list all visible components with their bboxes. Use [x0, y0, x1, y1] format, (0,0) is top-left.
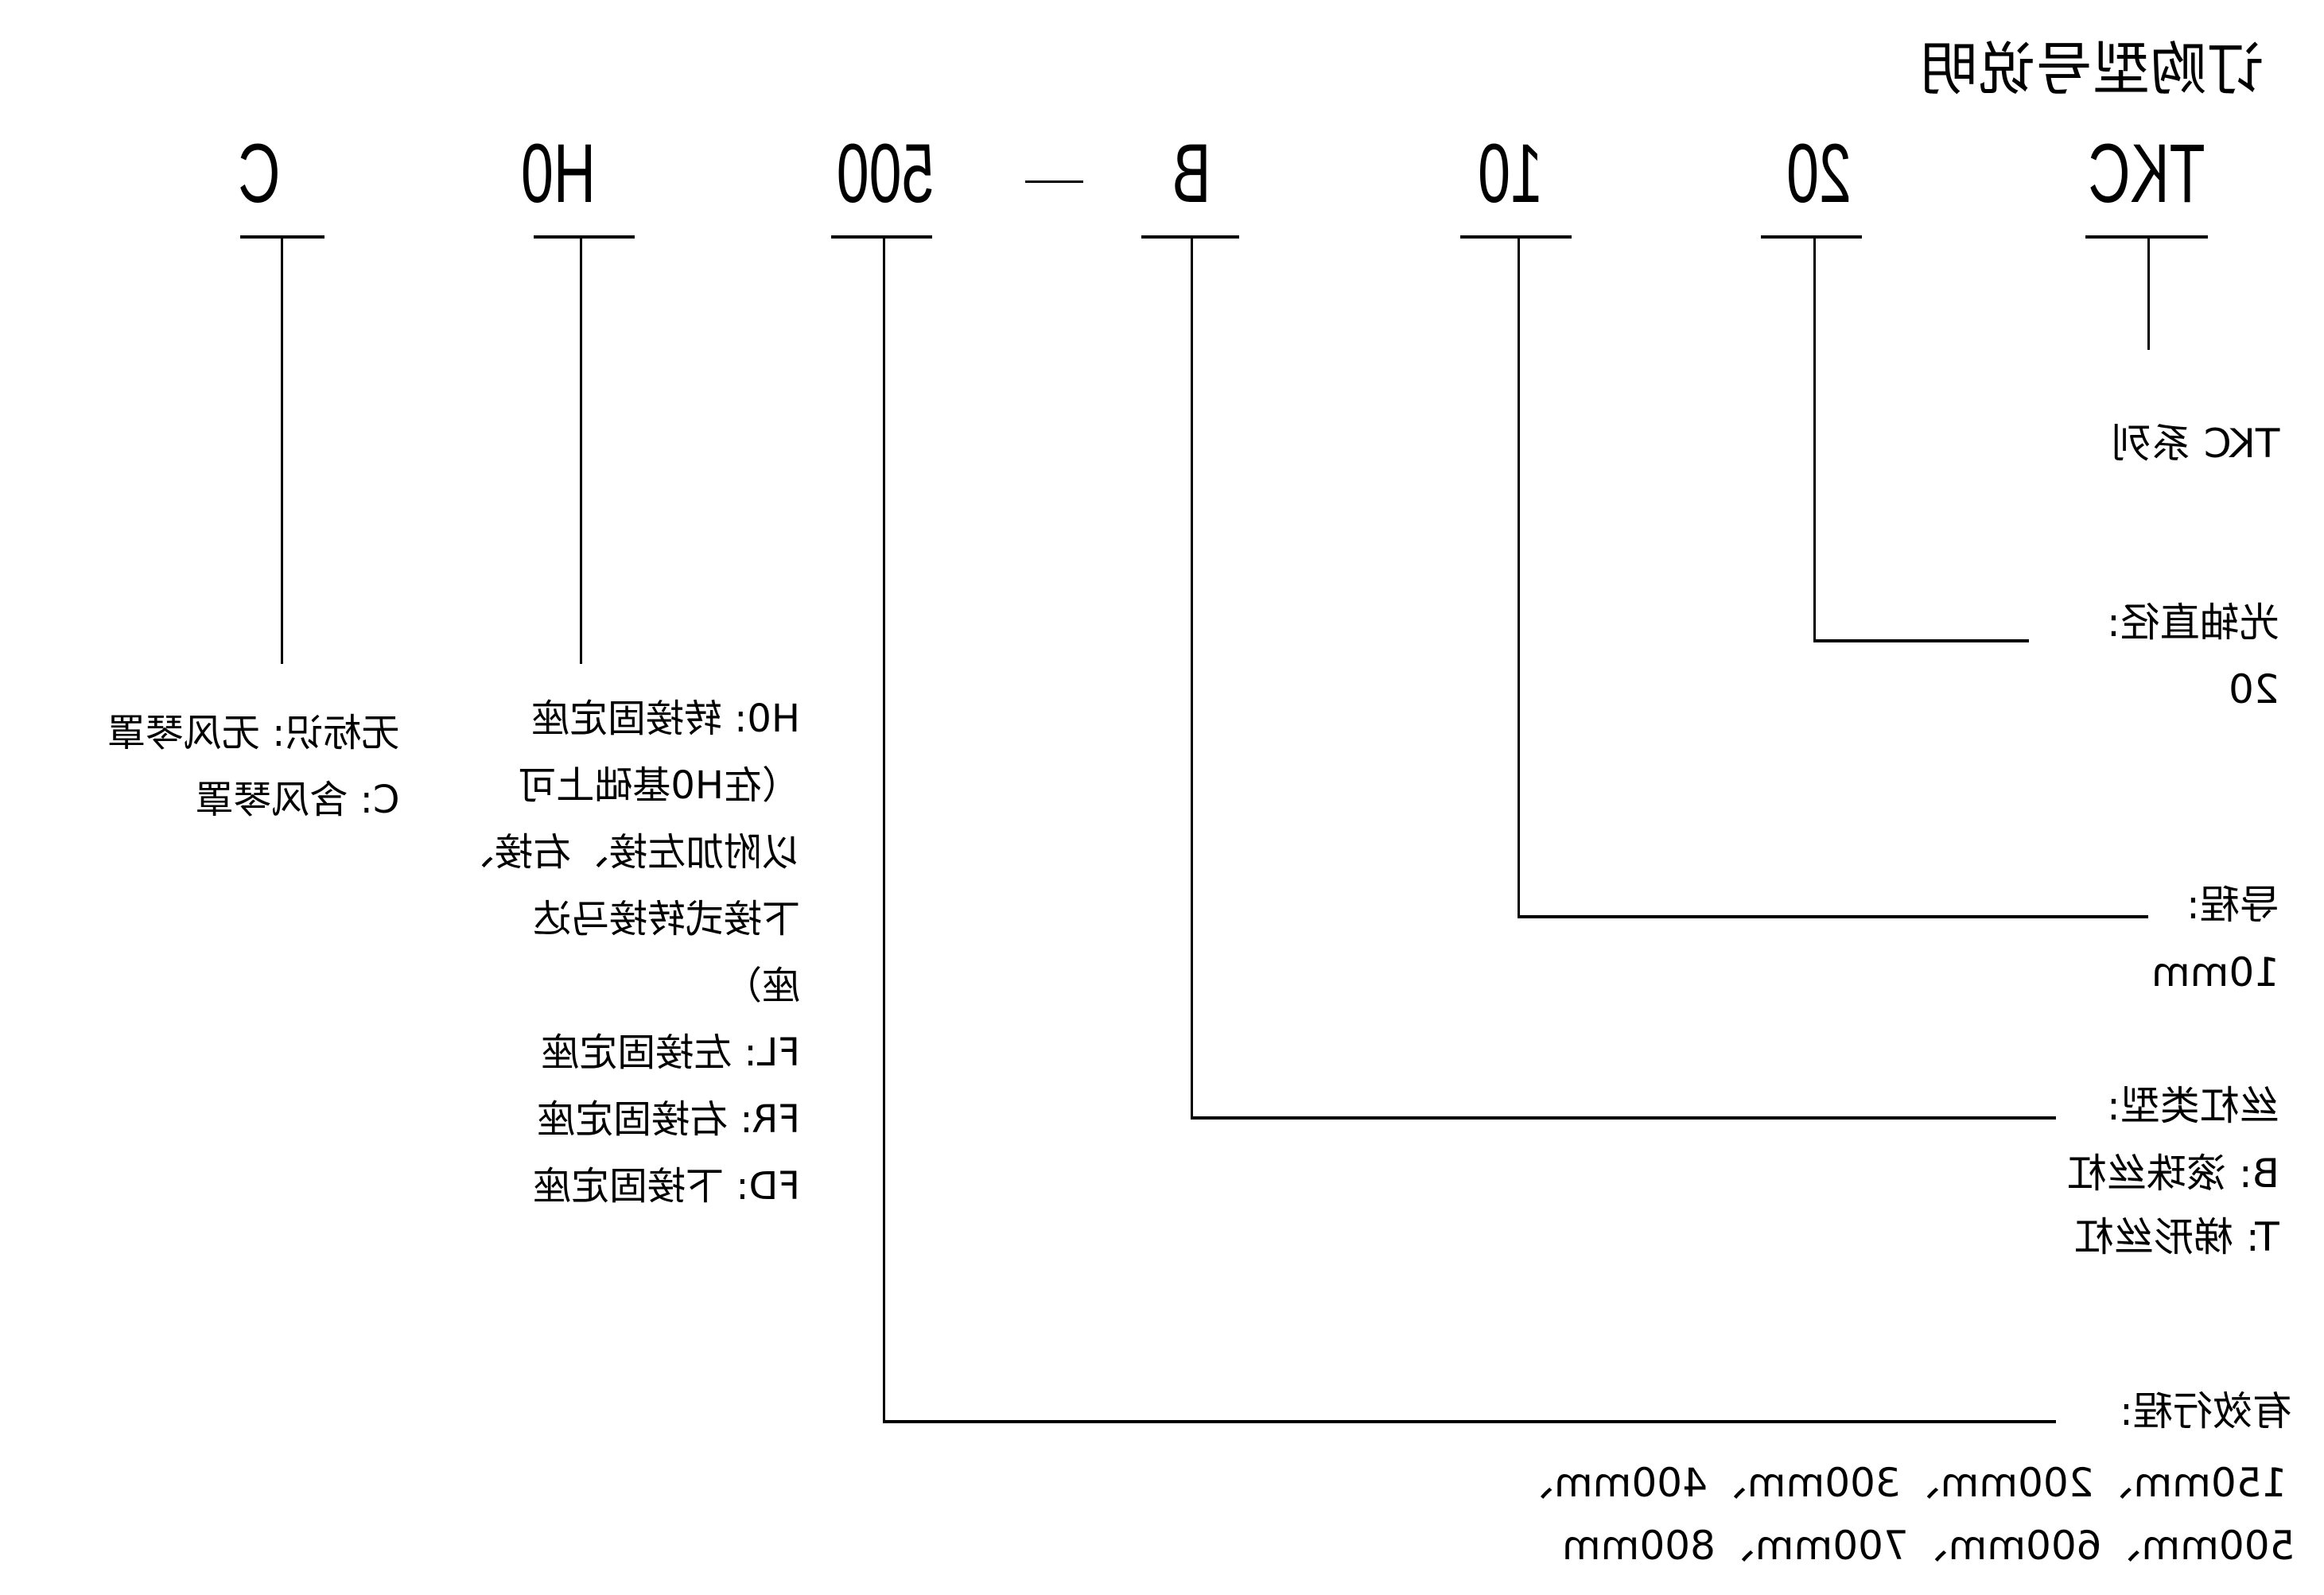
mount-option: H0: 转接固定座 [530, 697, 800, 741]
mount-option: FR: 右接固定座 [537, 1097, 800, 1142]
mount-option: FL: 左接固定座 [541, 1030, 800, 1075]
screw-option-t: T: 梯形丝杠 [2074, 1214, 2279, 1260]
leader-screw-type [1191, 237, 1193, 1119]
code-screw-type: B [1172, 127, 1211, 220]
code-diameter: 20 [1786, 127, 1852, 220]
underline-stroke [831, 235, 932, 239]
mount-option: 座） [723, 964, 800, 1008]
code-lead: 10 [1478, 127, 1543, 220]
mount-option: FD: 下接固定座 [532, 1164, 800, 1209]
stroke-label: 有效行程: [2120, 1388, 2292, 1434]
series-desc: TKC 系列 [2111, 421, 2279, 467]
code-cover: C [238, 127, 281, 220]
leader-series [2147, 237, 2150, 350]
diagram-title: 订购型号说明 [1920, 36, 2264, 103]
leader-diameter-h [1813, 639, 2029, 642]
code-mount: H0 [521, 127, 596, 220]
code-series: TKC [2088, 127, 2205, 220]
leader-diameter [1813, 237, 1816, 642]
lead-label: 导程: [2186, 882, 2279, 928]
underline-screw-type [1141, 235, 1239, 239]
leader-stroke [883, 237, 885, 1422]
mount-option: （在H0基础上可 [518, 763, 800, 808]
leader-stroke-h [883, 1420, 2056, 1423]
leader-cover [281, 237, 283, 664]
stroke-values-1: 150mm、200mm、300mm、400mm、 [1514, 1460, 2287, 1506]
underline-lead [1460, 235, 1572, 239]
diameter-value: 20 [2229, 666, 2279, 712]
code-dash [1025, 180, 1083, 183]
leader-lead [1518, 237, 1520, 918]
underline-mount [534, 235, 635, 239]
leader-screw-type-h [1191, 1116, 2056, 1120]
mount-option: 以附加左接、右接、 [456, 830, 800, 875]
cover-option: 无标识: 无风琴罩 [107, 711, 399, 755]
code-stroke: 500 [836, 127, 935, 220]
underline-diameter [1761, 235, 1862, 239]
screw-option-b: B: 滚珠丝杠 [2066, 1151, 2279, 1197]
mount-options: H0: 转接固定座 （在H0基础上可 以附加左接、右接、 下接式转接马达 座） … [457, 685, 800, 1220]
leader-lead-h [1518, 915, 2148, 918]
diameter-label: 光轴直径: [2107, 600, 2279, 646]
lead-value: 10mm [2151, 949, 2279, 995]
screw-type-label: 丝杠类型: [2107, 1083, 2279, 1129]
stroke-values-2: 500mm、600mm、700mm、800mm [1561, 1523, 2295, 1569]
cover-options: 无标识: 无风琴罩 C: 含风琴罩 [107, 700, 399, 833]
underline-series [2085, 235, 2208, 239]
leader-mount [580, 237, 582, 664]
mount-option: 下接式转接马达 [532, 897, 800, 941]
cover-option: C: 含风琴罩 [195, 778, 399, 822]
